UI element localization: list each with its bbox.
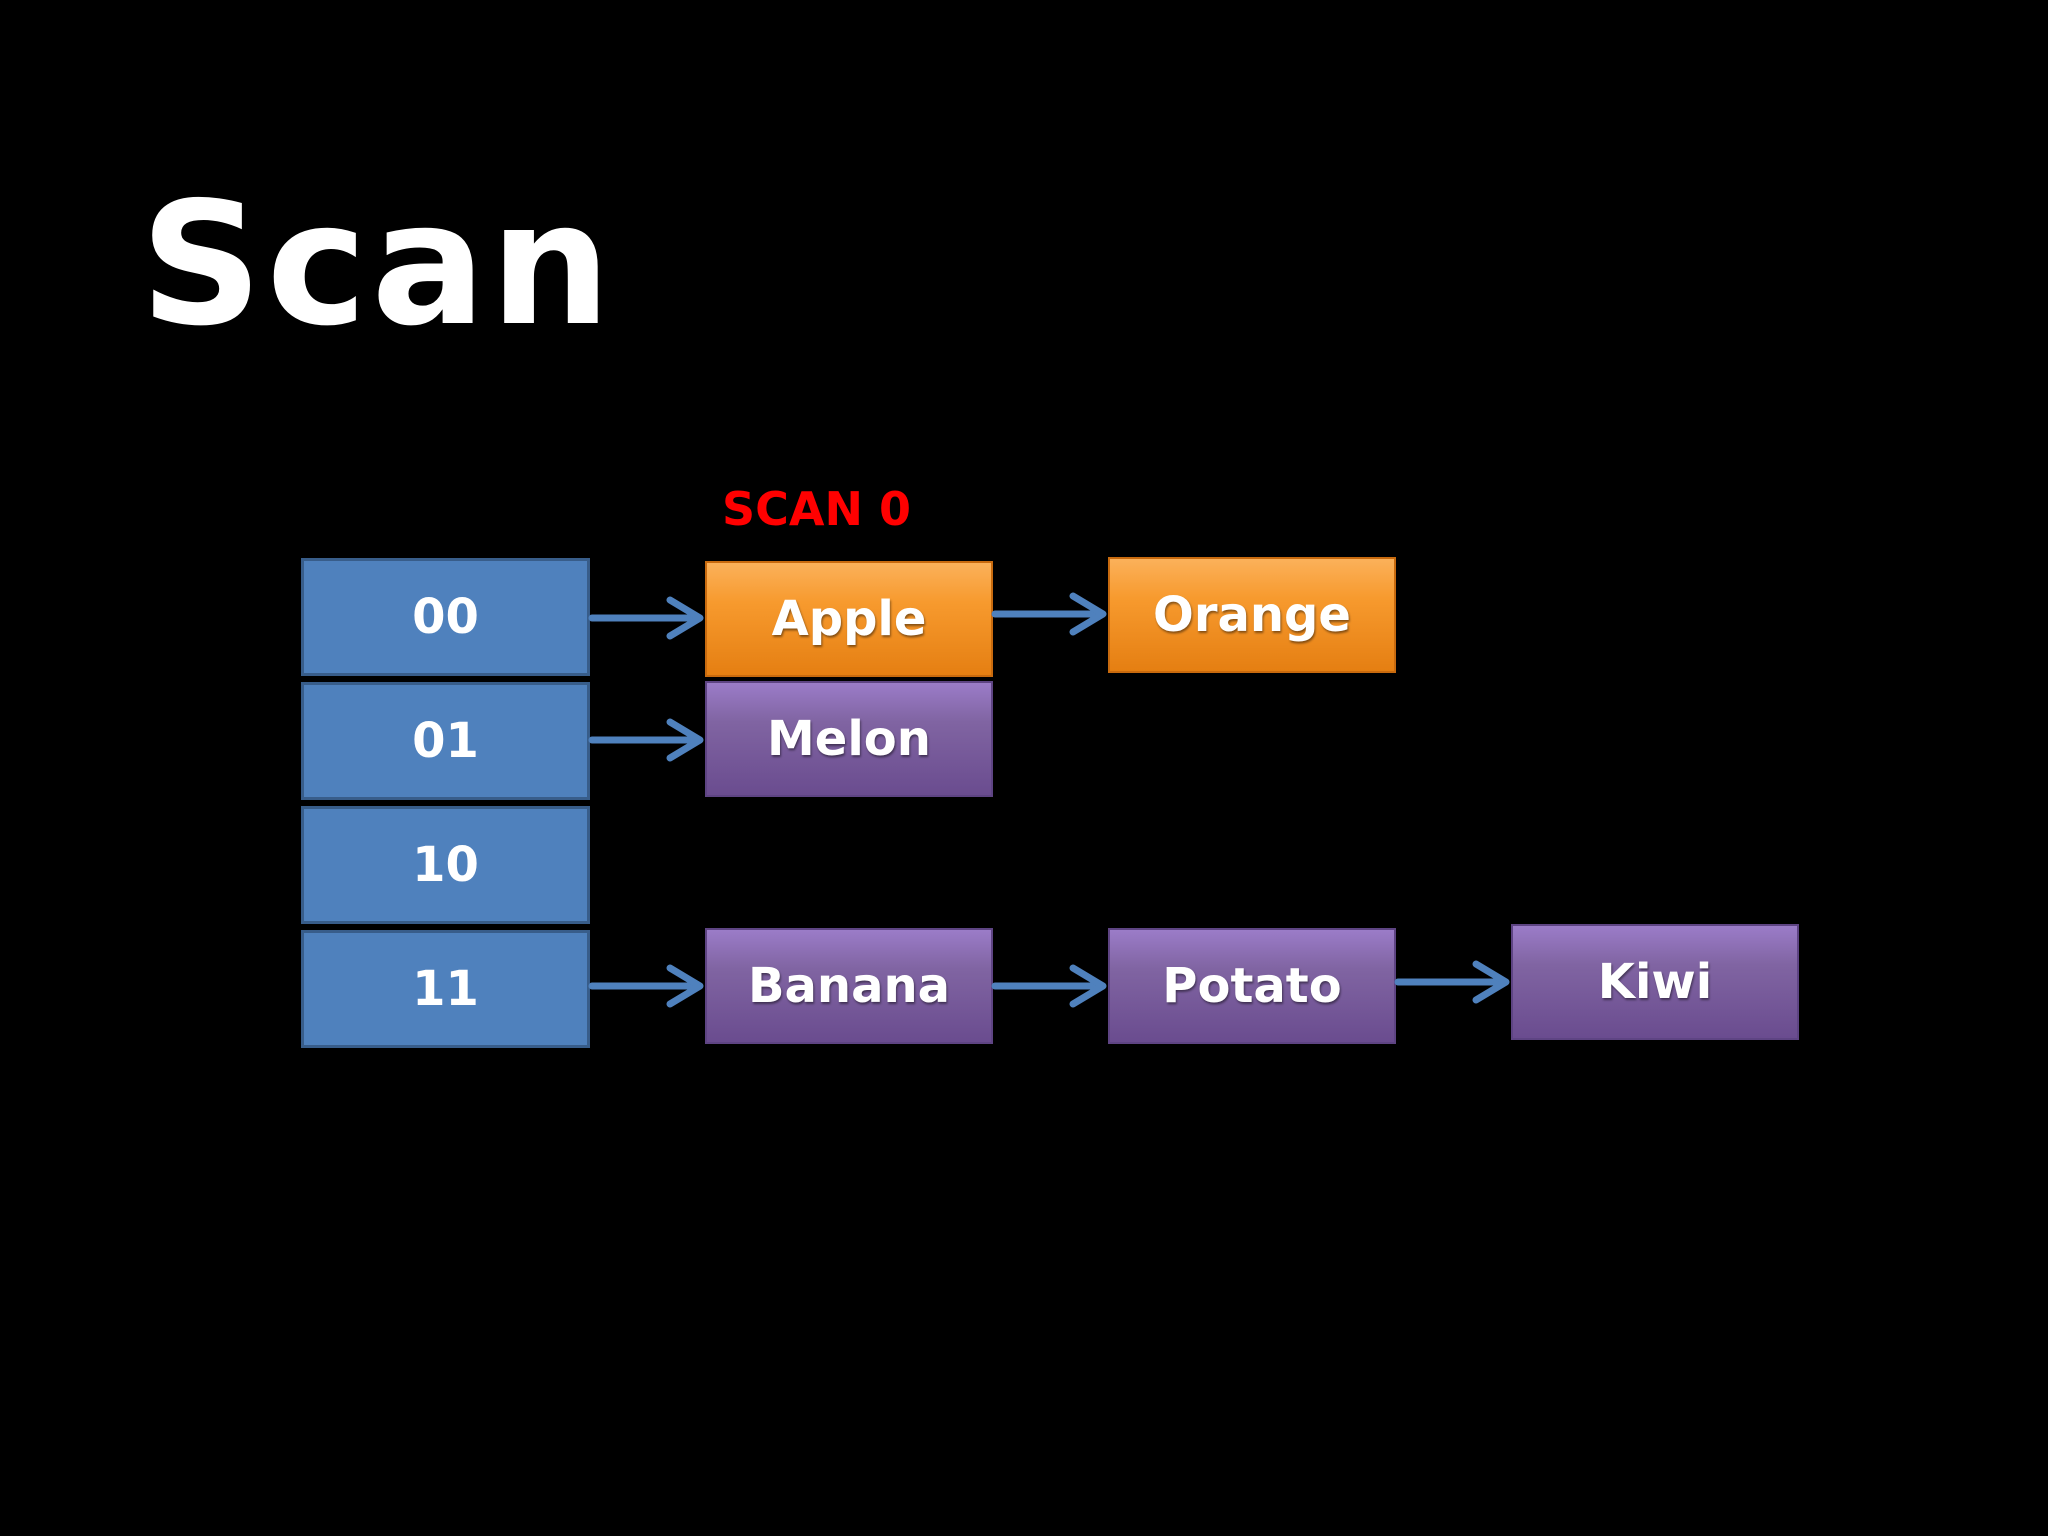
arrow-apple-orange <box>991 592 1107 636</box>
bucket-01: 01 <box>301 682 590 800</box>
arrow-banana-potato <box>991 964 1107 1008</box>
arrow-potato-kiwi <box>1394 960 1510 1004</box>
bucket-00: 00 <box>301 558 590 676</box>
node-melon: Melon <box>705 681 993 797</box>
bucket-10: 10 <box>301 806 590 924</box>
arrow-01-melon <box>588 718 704 762</box>
node-potato: Potato <box>1108 928 1396 1044</box>
bucket-11: 11 <box>301 930 590 1048</box>
node-orange: Orange <box>1108 557 1396 673</box>
node-kiwi: Kiwi <box>1511 924 1799 1040</box>
arrow-00-apple <box>588 596 704 640</box>
scan-cursor-label: SCAN 0 <box>722 482 912 536</box>
node-apple: Apple <box>705 561 993 677</box>
node-banana: Banana <box>705 928 993 1044</box>
arrow-11-banana <box>588 964 704 1008</box>
slide-title: Scan <box>140 166 615 364</box>
